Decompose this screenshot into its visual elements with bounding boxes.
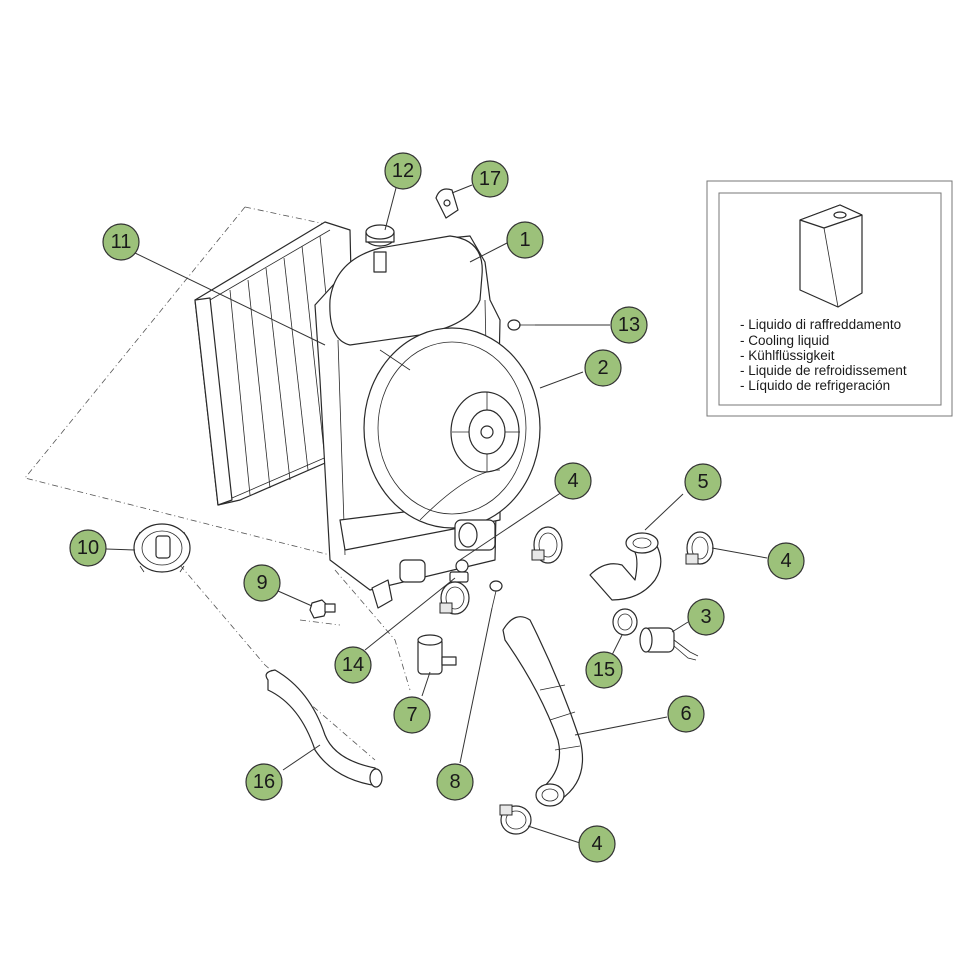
- svg-text:17: 17: [479, 168, 501, 190]
- callout-12: 12: [384, 152, 422, 190]
- svg-text:14: 14: [342, 654, 364, 676]
- radiator-cap-part-12: [365, 224, 395, 247]
- legend-line-fr: - Liquide de refroidissement: [740, 363, 907, 378]
- elbow-hose-part-5: [589, 532, 662, 601]
- hose-clamp-part-4-b: [685, 531, 714, 565]
- svg-text:4: 4: [780, 550, 791, 572]
- legend-line-en: - Cooling liquid: [740, 333, 829, 348]
- svg-text:8: 8: [449, 771, 460, 793]
- coolant-container-icon: [799, 204, 863, 308]
- svg-text:2: 2: [597, 357, 608, 379]
- callout-15: 15: [585, 651, 623, 689]
- callout-3: 3: [687, 598, 725, 636]
- overflow-hose-part-16: [265, 669, 383, 788]
- svg-text:3: 3: [700, 606, 711, 628]
- legend-line-de: - Kühlflüssigkeit: [740, 348, 835, 363]
- fitting-part-14: [449, 559, 469, 583]
- circlip-part-15: [612, 608, 638, 636]
- overflow-cap-part-10: [133, 523, 191, 573]
- callout-4-lower: 4: [578, 825, 616, 863]
- legend-line-it: - Liquido di raffreddamento: [740, 317, 901, 332]
- screw-part-13: [507, 319, 535, 331]
- svg-text:6: 6: [680, 703, 691, 725]
- callout-16: 16: [245, 763, 283, 801]
- cooling-fan-part-2: [363, 327, 541, 529]
- legend-box: - Liquido di raffreddamento - Cooling li…: [706, 180, 953, 417]
- callout-17: 17: [471, 160, 509, 198]
- bolt-part-9: [309, 599, 336, 619]
- thermo-switch-part-3: [639, 627, 699, 661]
- callout-4-upper: 4: [554, 462, 592, 500]
- svg-text:11: 11: [111, 231, 132, 253]
- legend-line-es: - Líquido de refrigeración: [740, 378, 890, 393]
- callout-14: 14: [334, 646, 372, 684]
- hose-clamp-part-4-d: [499, 804, 532, 835]
- svg-text:1: 1: [519, 229, 530, 251]
- callout-7: 7: [393, 696, 431, 734]
- rubber-mount-part-7: [417, 634, 457, 675]
- callout-11: 11: [102, 223, 140, 261]
- callout-5: 5: [684, 463, 722, 501]
- callout-2: 2: [584, 349, 622, 387]
- callout-4-right: 4: [767, 542, 805, 580]
- svg-text:5: 5: [697, 471, 708, 493]
- svg-text:12: 12: [392, 160, 414, 182]
- callout-1: 1: [506, 221, 544, 259]
- svg-text:10: 10: [77, 537, 99, 559]
- callout-6: 6: [667, 695, 705, 733]
- leader-lines: [105, 184, 768, 844]
- svg-text:16: 16: [253, 771, 275, 793]
- assembly-guide-lines: [24, 206, 411, 761]
- hose-clamp-part-4-c: [439, 581, 470, 615]
- radiator-outlet-fitting: [371, 519, 496, 609]
- svg-text:4: 4: [591, 833, 602, 855]
- hose-clamp-part-4-a: [531, 526, 563, 564]
- callout-10: 10: [69, 529, 107, 567]
- svg-text:13: 13: [618, 314, 640, 336]
- screw-part-8: [489, 580, 503, 609]
- callout-9: 9: [243, 564, 281, 602]
- clip-part-17: [435, 188, 459, 219]
- callout-13: 13: [610, 306, 648, 344]
- svg-text:4: 4: [567, 470, 578, 492]
- svg-text:15: 15: [593, 659, 615, 681]
- svg-text:9: 9: [256, 572, 267, 594]
- svg-text:7: 7: [406, 704, 417, 726]
- callout-8: 8: [436, 763, 474, 801]
- lower-hose-part-6: [502, 616, 584, 807]
